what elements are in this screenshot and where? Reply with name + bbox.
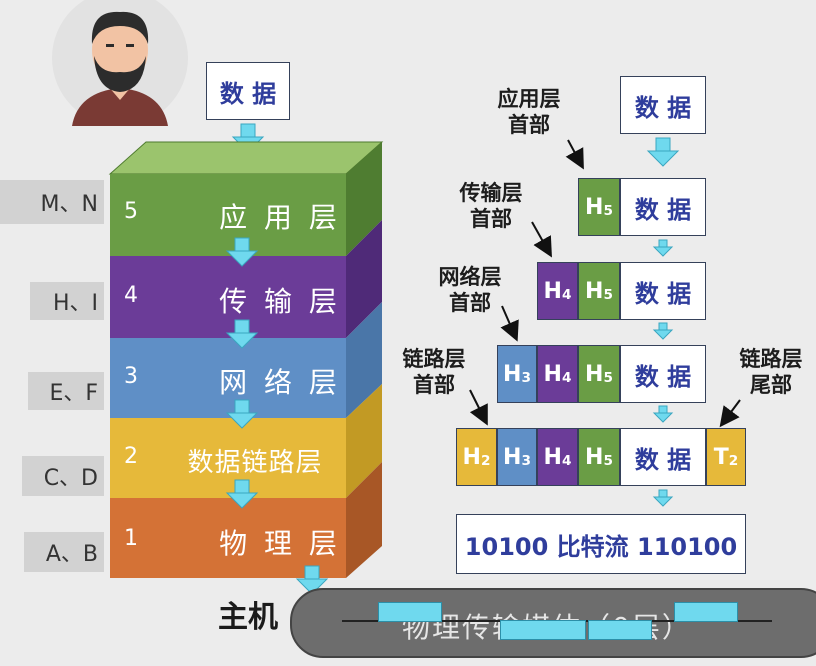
down-arrow-icon [654, 240, 672, 256]
network-header-callout: 网络层 首部 [428, 264, 512, 316]
link-trailer-callout: 链路层 尾部 [726, 346, 816, 398]
transport-header-callout: 传输层 首部 [444, 180, 538, 232]
down-arrow-icon [654, 323, 672, 339]
app-header-callout: 应用层 首部 [484, 86, 574, 138]
link-header-callout: 链路层 首部 [390, 346, 478, 398]
down-arrow-icon [648, 138, 678, 166]
down-arrow-icon [654, 490, 672, 506]
down-arrow-icon [654, 406, 672, 422]
